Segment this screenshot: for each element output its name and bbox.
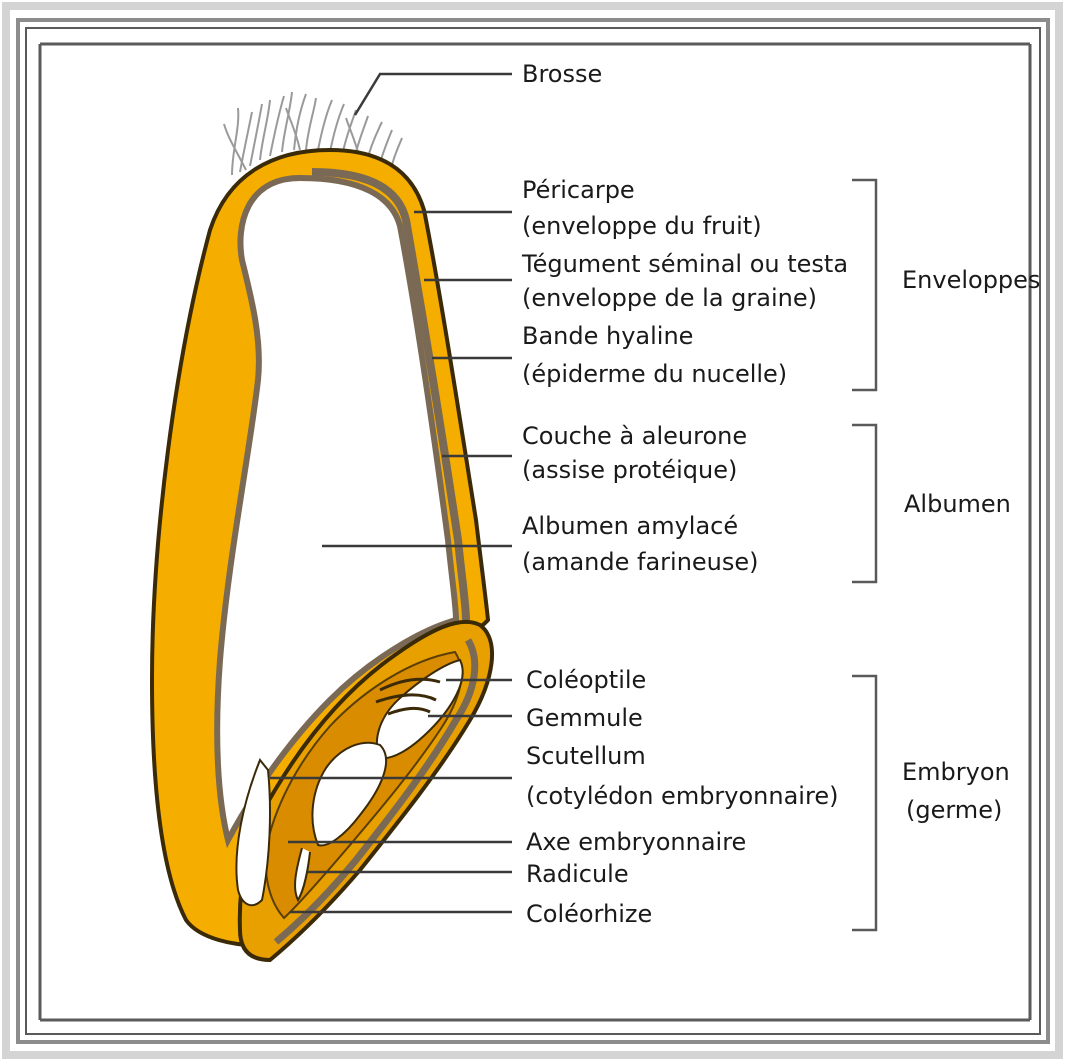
- label-gemmule: Gemmule: [526, 704, 643, 732]
- label-couche-aleurone-note: (assise protéique): [522, 456, 737, 484]
- label-scutellum: Scutellum: [526, 742, 646, 770]
- label-radicule: Radicule: [526, 860, 629, 888]
- label-pericarpe: Péricarpe: [522, 176, 635, 204]
- label-tegument: Tégument séminal ou testa: [521, 250, 848, 278]
- label-pericarpe-note: (enveloppe du fruit): [522, 212, 762, 240]
- label-albumen-amylace: Albumen amylacé: [522, 512, 738, 540]
- leader-brosse: [355, 74, 512, 115]
- label-albumen-amylace-note: (amande farineuse): [522, 548, 759, 576]
- bracket-enveloppes: [852, 180, 876, 390]
- bracket-albumen: [852, 425, 876, 582]
- group-label-albumen: Albumen: [904, 490, 1011, 518]
- label-brosse: Brosse: [522, 60, 602, 88]
- label-couche-aleurone: Couche à aleurone: [522, 422, 747, 450]
- label-axe-embryonnaire: Axe embryonnaire: [526, 828, 746, 856]
- label-coleorhize: Coléorhize: [526, 900, 652, 928]
- label-tegument-note: (enveloppe de la graine): [522, 284, 817, 312]
- label-scutellum-note: (cotylédon embryonnaire): [526, 782, 838, 810]
- label-bande-hyaline-note: (épiderme du nucelle): [522, 360, 787, 388]
- group-label-germe: (germe): [906, 796, 1002, 824]
- bracket-embryon: [852, 676, 876, 930]
- group-label-embryon: Embryon: [902, 758, 1010, 786]
- label-coleoptile: Coléoptile: [526, 666, 646, 694]
- group-brackets: [852, 180, 876, 930]
- group-label-enveloppes: Enveloppes: [902, 266, 1040, 294]
- label-bande-hyaline: Bande hyaline: [522, 322, 693, 350]
